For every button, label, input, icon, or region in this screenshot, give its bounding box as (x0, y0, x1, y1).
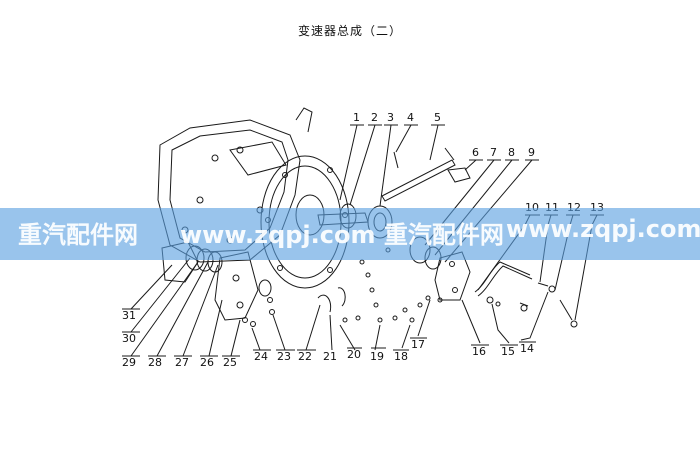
callout-22: 22 (298, 350, 312, 363)
callout-1: 1 (353, 111, 360, 124)
callout-5: 5 (434, 111, 441, 124)
callout-9: 9 (528, 146, 535, 159)
callout-28: 28 (148, 356, 162, 369)
callout-8: 8 (508, 146, 515, 159)
callout-2: 2 (371, 111, 378, 124)
callout-31: 31 (122, 309, 136, 322)
callout-26: 26 (200, 356, 214, 369)
callout-16: 16 (472, 345, 486, 358)
callout-17: 17 (411, 338, 425, 351)
callout-29: 29 (122, 356, 136, 369)
watermark-right-text: www.zqpj.com (506, 215, 700, 243)
callout-23: 23 (277, 350, 291, 363)
callout-27: 27 (175, 356, 189, 369)
callout-25: 25 (223, 356, 237, 369)
callout-19: 19 (370, 350, 384, 363)
callout-21: 21 (323, 350, 337, 363)
callout-3: 3 (387, 111, 394, 124)
callout-4: 4 (407, 111, 414, 124)
watermark-band (0, 208, 700, 260)
watermark-left-text: 重汽配件网 (18, 221, 138, 249)
callout-15: 15 (501, 345, 515, 358)
callout-6: 6 (472, 146, 479, 159)
callout-24: 24 (254, 350, 268, 363)
watermark-center-text: www.zqpj.com 重汽配件网 (180, 221, 504, 249)
callout-30: 30 (122, 332, 136, 345)
page-title: 变速器总成（二） (297, 24, 402, 38)
callout-18: 18 (394, 350, 408, 363)
callout-7: 7 (490, 146, 497, 159)
callout-20: 20 (347, 348, 361, 361)
callout-14: 14 (520, 342, 534, 355)
callout-labels: 1 2 3 4 5 6 7 8 9 10 11 12 13 14 15 16 1… (122, 111, 604, 369)
